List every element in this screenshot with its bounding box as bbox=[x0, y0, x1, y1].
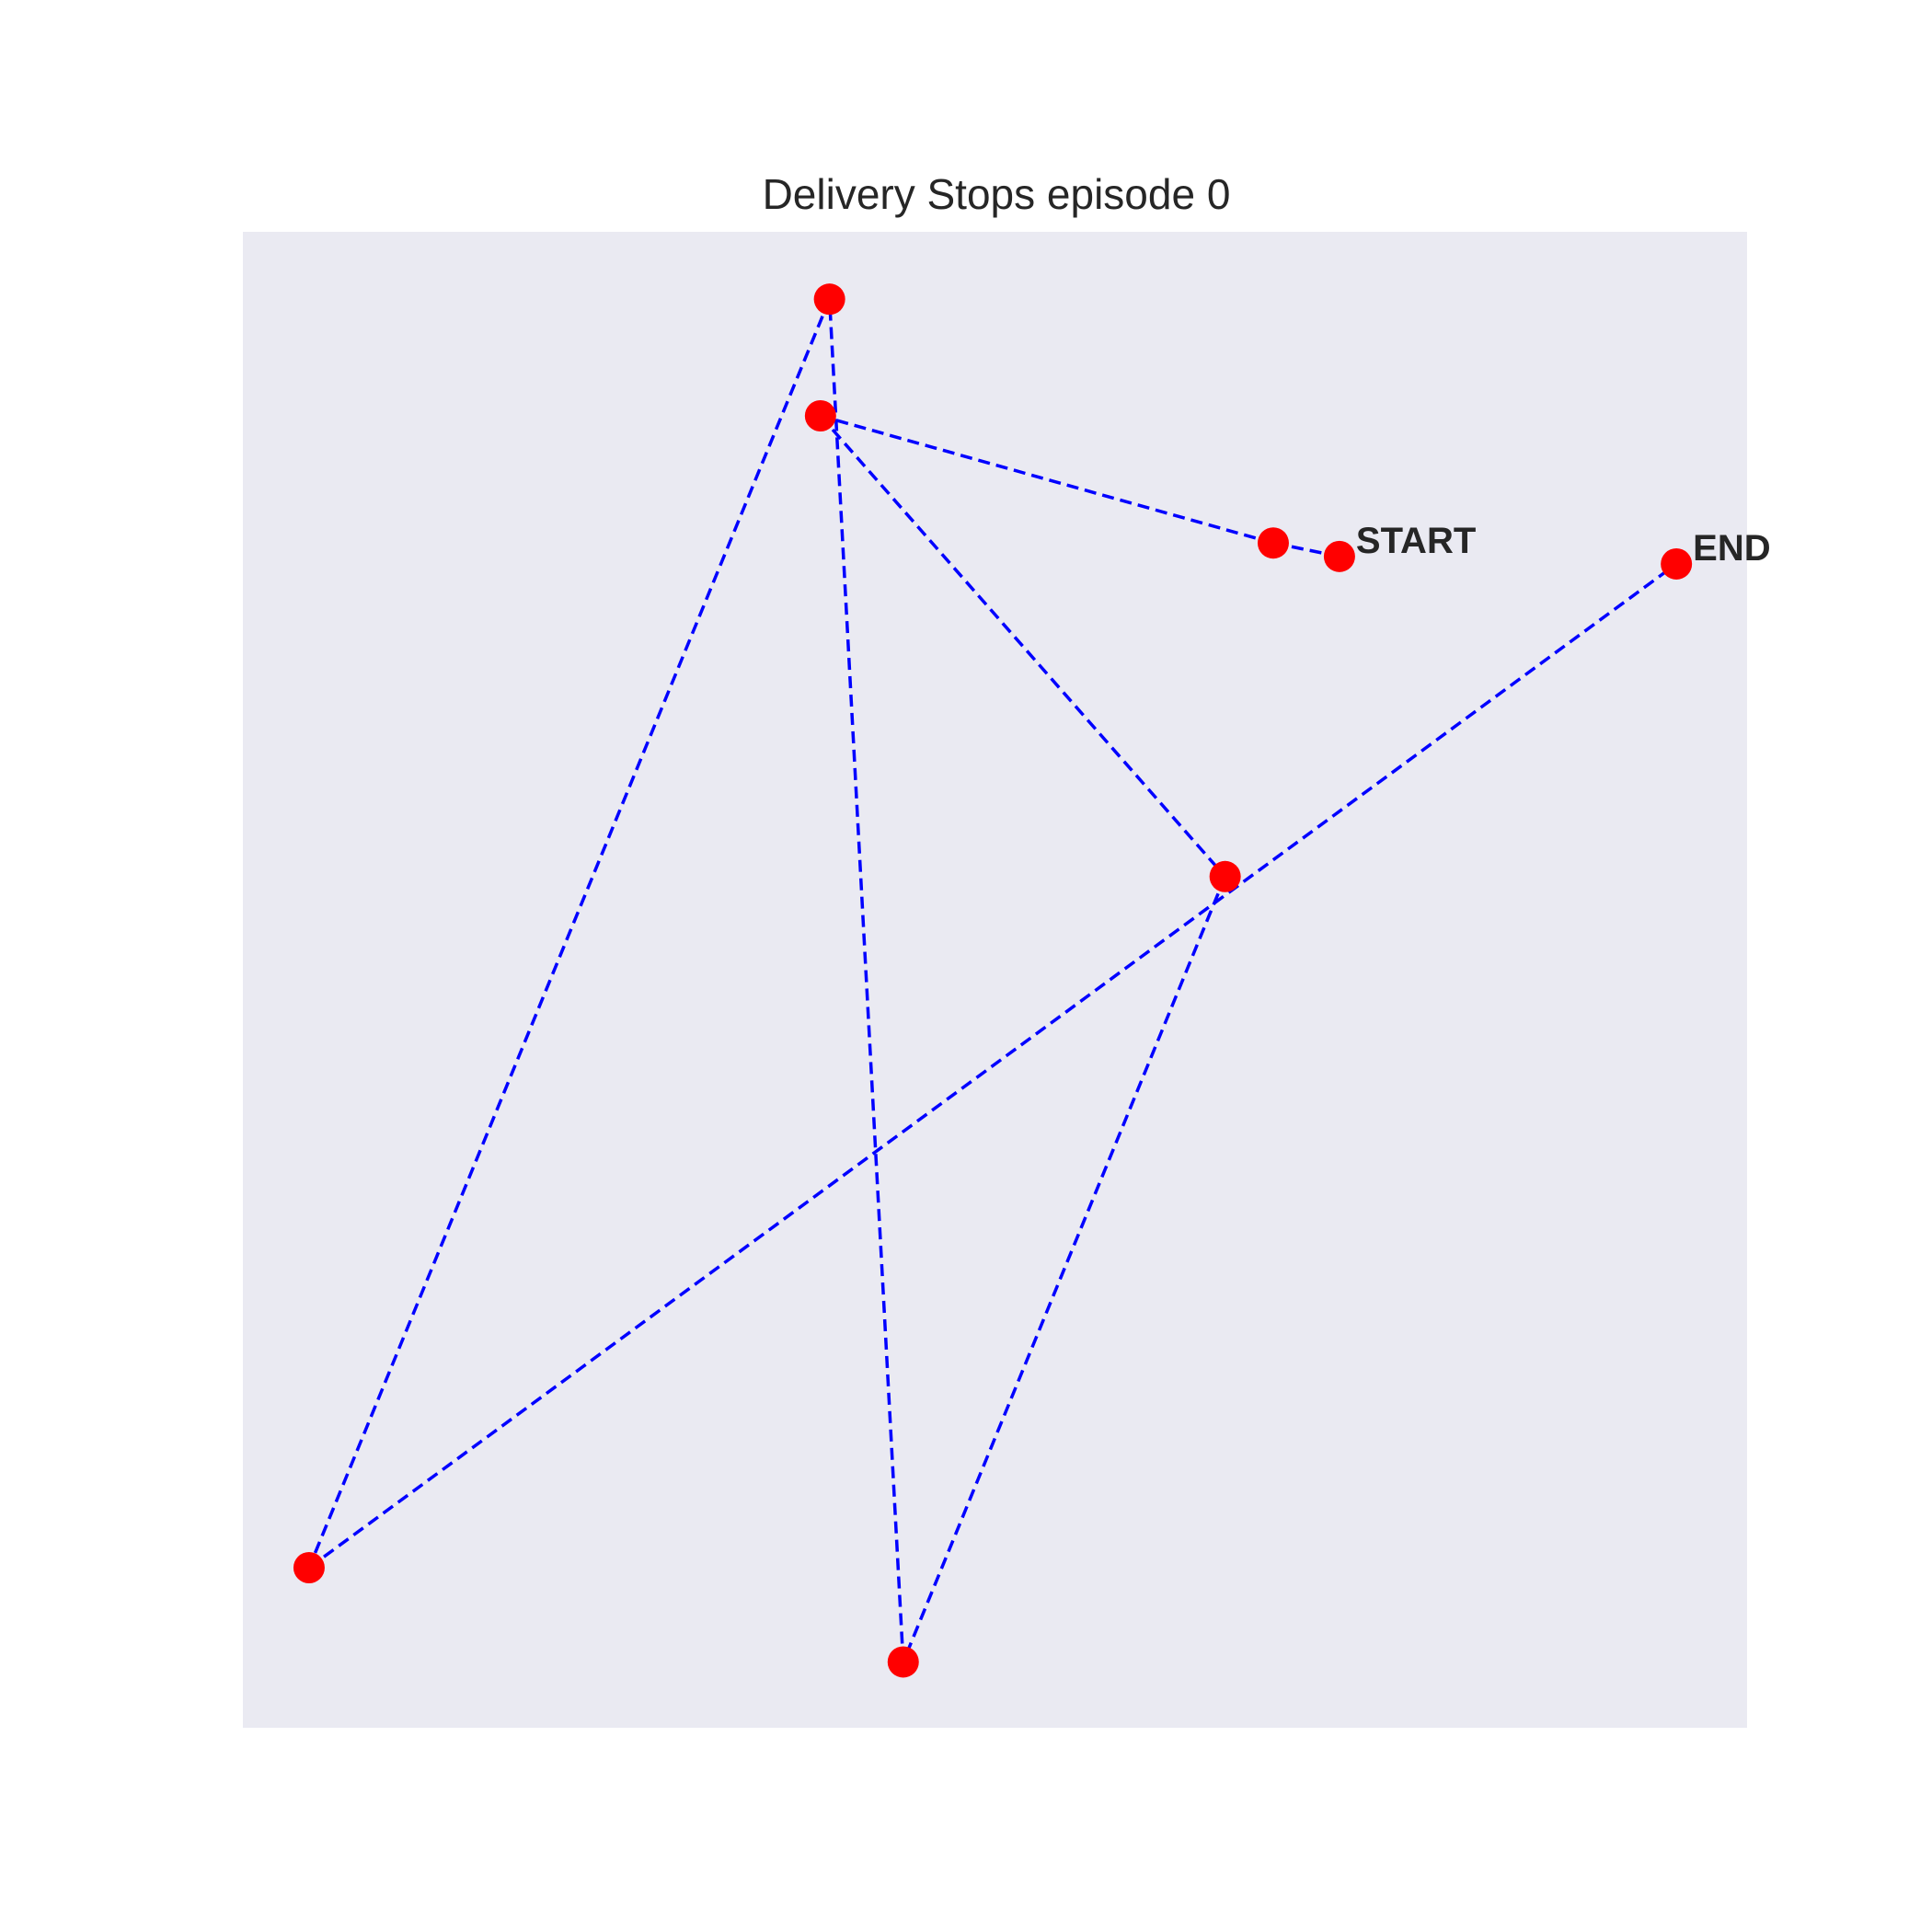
plot-area bbox=[243, 232, 1747, 1728]
point-label-start: START bbox=[1356, 521, 1476, 561]
route-segment bbox=[307, 562, 1678, 1570]
point-label-end: END bbox=[1693, 528, 1770, 569]
stop-marker bbox=[1209, 860, 1241, 892]
marker-layer bbox=[293, 283, 1693, 1678]
stop-marker bbox=[804, 399, 836, 431]
route-segment bbox=[827, 299, 905, 1662]
route-segment bbox=[307, 298, 832, 1569]
stop-marker bbox=[1661, 547, 1693, 580]
stop-marker bbox=[1257, 527, 1289, 559]
route-segment bbox=[902, 876, 1227, 1663]
stop-marker bbox=[293, 1552, 325, 1584]
route-segment bbox=[819, 414, 1226, 878]
chart-title: Delivery Stops episode 0 bbox=[763, 170, 1231, 218]
stop-marker bbox=[887, 1646, 919, 1678]
stop-marker bbox=[1323, 540, 1355, 572]
label-layer: START END bbox=[1356, 521, 1771, 569]
route-layer bbox=[307, 298, 1678, 1663]
stop-marker bbox=[813, 283, 845, 316]
route-segment bbox=[820, 414, 1274, 545]
